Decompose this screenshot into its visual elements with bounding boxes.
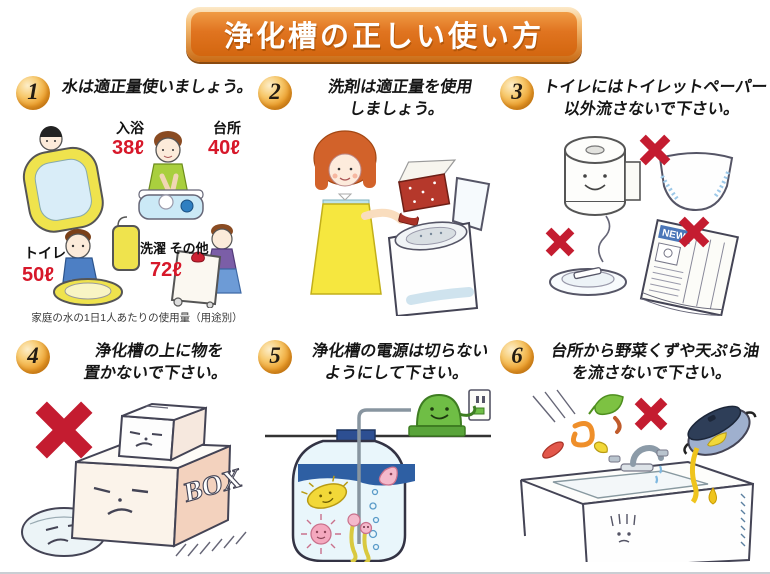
kitchen-illustration (138, 131, 204, 220)
kitchen-sink-illustration (520, 389, 757, 563)
tadpole-creatures (346, 513, 372, 563)
number-badge-4: 4 (16, 340, 50, 374)
number-badge-3: 3 (500, 76, 534, 110)
section-6-heading: 台所から野菜くずや天ぷら油 を流さないで下さい。 (549, 343, 761, 382)
title-banner: 浄化槽の正しい使い方 (186, 7, 582, 62)
section-1-heading: 水は適正量使いましょう。 (60, 79, 255, 96)
section-keep-power-on: 5 浄化槽の電源は切らない ようにして下さい。 (258, 340, 498, 568)
water-usage-illustration: 入浴 38ℓ 台所 40ℓ (22, 120, 242, 308)
section-water-amount: 1 水は適正量使いましょう。 入浴 38ℓ (16, 76, 258, 338)
do-not-flush-illustration: NEW (545, 134, 740, 317)
usage-value-toilet: 50ℓ (22, 264, 54, 286)
air-bubbles (368, 489, 379, 551)
number-badge-6: 6 (500, 340, 534, 374)
ground-hatching (175, 531, 247, 557)
section-4-header: 4 浄化槽の上に物を 置かないで下さい。 (16, 340, 258, 384)
usage-label-bath: 入浴 (116, 120, 145, 136)
microorganisms (300, 466, 398, 563)
section-3-header: 3 トイレにはトイレットペーパー 以外流さないで下さい。 (500, 76, 769, 120)
boxes-on-tank-illustration: BOX (21, 401, 247, 558)
section-no-objects-on-tank: 4 浄化槽の上に物を 置かないで下さい。 (16, 340, 258, 568)
title-banner-inner: 浄化槽の正しい使い方 (191, 12, 577, 56)
poster-title: 浄化槽の正しい使い方 (223, 21, 544, 53)
section-no-scraps-or-oil: 6 台所から野菜くずや天ぷら油 を流さないで下さい。 (500, 340, 766, 568)
number-badge-5: 5 (258, 340, 292, 374)
section-2-heading: 洗剤は適正量を使用 しましょう。 (326, 79, 474, 118)
air-pipe (356, 408, 411, 545)
detergent-illustration (309, 130, 490, 317)
water-usage-caption: 家庭の水の1日1人あたりの使用量（用途別） (31, 312, 243, 324)
usage-label-laundry: 洗濯 その他 (140, 241, 209, 256)
section-4-heading: 浄化槽の上に物を 置かないで下さい。 (82, 343, 229, 382)
cigarette-ashtray (549, 215, 627, 297)
woman-with-detergent (309, 130, 419, 295)
section-detergent-amount: 2 洗剤は適正量を使用 しましょう。 (258, 76, 498, 338)
large-box-with-sad-face: BOX (70, 441, 244, 548)
faucet (608, 445, 669, 484)
prohibited-x-icon (545, 227, 575, 257)
prohibited-x-icon (639, 134, 671, 166)
number-badge-2: 2 (258, 76, 292, 110)
usage-value-kitchen: 40ℓ (208, 137, 240, 159)
sink-worried-face (610, 514, 636, 543)
newspaper: NEW (639, 219, 740, 317)
prohibited-x-icon (634, 397, 668, 431)
washing-machine (387, 177, 490, 317)
usage-value-bath: 38ℓ (112, 137, 144, 159)
section-5-heading: 浄化槽の電源は切らない ようにして下さい。 (310, 343, 490, 382)
small-box-with-sad-face (117, 403, 208, 462)
bathtub-illustration (22, 126, 104, 233)
number-badge-1: 1 (16, 76, 50, 110)
laundry-illustration (170, 224, 242, 308)
usage-label-toilet: トイレ (24, 245, 66, 261)
detergent-box (397, 159, 456, 213)
vegetable-scraps (532, 389, 624, 459)
prohibited-x-icon (35, 401, 93, 459)
pot-pouring-oil (683, 405, 757, 505)
usage-value-laundry: 72ℓ (150, 259, 182, 281)
detergent-scoop (397, 211, 419, 227)
section-5-header: 5 浄化槽の電源は切らない ようにして下さい。 (258, 340, 498, 384)
diaper (658, 152, 734, 212)
septic-tank-power-illustration (264, 389, 491, 563)
section-toilet-paper-only: 3 トイレにはトイレットペーパー 以外流さないで下さい。 (500, 76, 769, 338)
section-6-header: 6 台所から野菜くずや天ぷら油 を流さないで下さい。 (500, 340, 766, 384)
section-1-header: 1 水は適正量使いましょう。 (16, 76, 258, 110)
toilet-paper-roll (564, 136, 641, 217)
section-3-heading: トイレにはトイレットペーパー 以外流さないで下さい。 (541, 79, 769, 118)
section-2-header: 2 洗剤は適正量を使用 しましょう。 (258, 76, 498, 120)
kitchen-sink (520, 461, 755, 563)
toilet-illustration (53, 216, 140, 306)
power-outlet (467, 389, 491, 421)
blower-with-smiley-face (407, 394, 476, 437)
usage-label-kitchen: 台所 (213, 120, 241, 136)
newspaper-label: NEW (661, 228, 687, 244)
